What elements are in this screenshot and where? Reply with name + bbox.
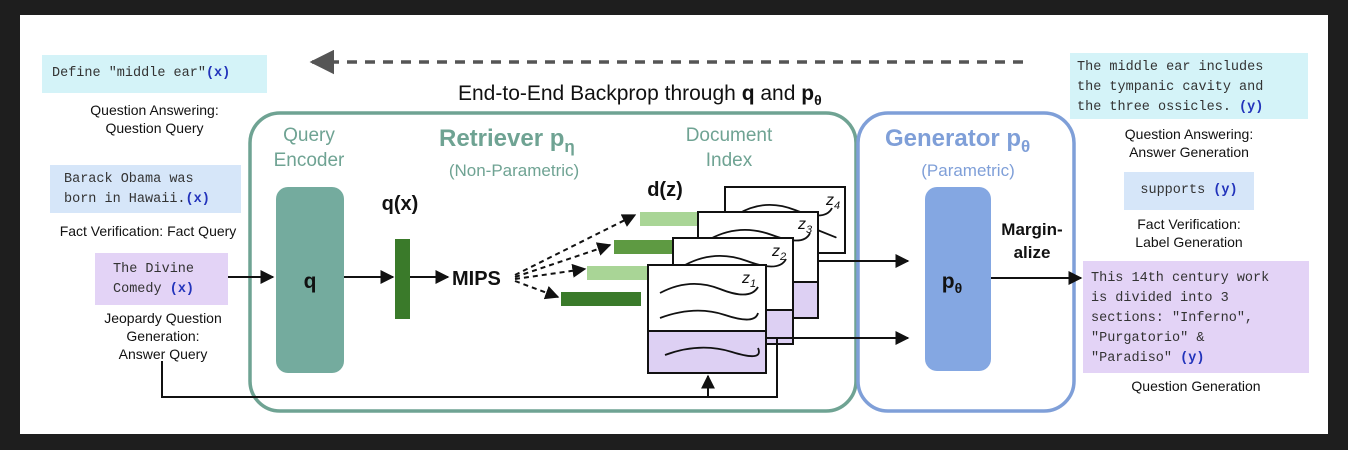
generator-symbol: pθ (942, 270, 962, 296)
retriever-subtitle: (Non-Parametric) (449, 161, 579, 180)
output-tag-qa: (y) (1239, 100, 1264, 115)
mips-label: MIPS (452, 268, 501, 290)
svg-text:z4: z4 (825, 192, 840, 212)
retriever-title: Retriever pη (439, 125, 575, 156)
generator-subtitle: (Parametric) (921, 161, 1015, 180)
input-tag-jeopardy: (x) (169, 282, 195, 297)
output-box-qa: The middle ear includes the tympanic cav… (1070, 53, 1308, 119)
input-text-fact: Barack Obama was born in Hawaii. (64, 172, 194, 207)
output-text-fact: supports (1140, 183, 1206, 198)
output-text-qa: The middle ear includes the tympanic cav… (1077, 60, 1264, 115)
svg-text:z2: z2 (771, 243, 786, 263)
diagram-canvas: End-to-End Backprop through q and pθ Ret… (20, 15, 1328, 434)
query-encoder-symbol: q (304, 270, 317, 293)
input-box-fact: Barack Obama was born in Hawaii.(x) (50, 165, 241, 213)
document-z1: z1 (647, 264, 767, 374)
caption-label-generation: Fact Verification: Label Generation (1135, 216, 1243, 250)
input-box-jeopardy: The Divine Comedy (x) (95, 253, 228, 305)
svg-text:z1: z1 (741, 270, 756, 290)
input-tag-qa: (x) (205, 66, 231, 81)
doc-vector-1 (561, 292, 641, 306)
mips-arrows (514, 214, 637, 300)
input-tag-fact: (x) (185, 192, 210, 207)
input-box-qa: Define "middle ear"(x) (42, 55, 267, 93)
marginalize-label: Margin-alize (1001, 220, 1062, 262)
caption-qa-query: Question Answering: Question Query (90, 102, 219, 136)
generator-title: Generator pθ (885, 125, 1030, 156)
svg-text:z3: z3 (797, 216, 813, 236)
qx-label: q(x) (382, 193, 419, 215)
backprop-title: End-to-End Backprop through q and pθ (458, 82, 822, 108)
query-encoder-block (276, 187, 344, 373)
output-tag-fact: (y) (1213, 183, 1238, 198)
caption-qa-answer: Question Answering: Answer Generation (1124, 126, 1254, 160)
generator-block (925, 187, 991, 371)
output-box-jeopardy: This 14th century work is divided into 3… (1083, 261, 1309, 373)
rag-architecture-diagram: End-to-End Backprop through q and pθ Ret… (161, 49, 1083, 413)
caption-question-generation: Question Generation (1131, 378, 1261, 394)
output-text-jeopardy: This 14th century work is divided into 3… (1091, 271, 1270, 366)
input-bypass-line (161, 361, 708, 398)
input-text-jeopardy: The Divine Comedy (113, 262, 195, 297)
input-text-qa: Define "middle ear" (52, 66, 206, 81)
caption-jeopardy: Jeopardy Question Generation: Answer Que… (104, 310, 222, 362)
dz-label: d(z) (647, 179, 683, 201)
input-bypass-to-generator (708, 338, 778, 398)
caption-fact-query: Fact Verification: Fact Query (59, 223, 237, 239)
output-box-fact: supports (y) (1124, 172, 1254, 210)
output-tag-jeopardy: (y) (1180, 351, 1205, 366)
query-vector (395, 239, 410, 319)
